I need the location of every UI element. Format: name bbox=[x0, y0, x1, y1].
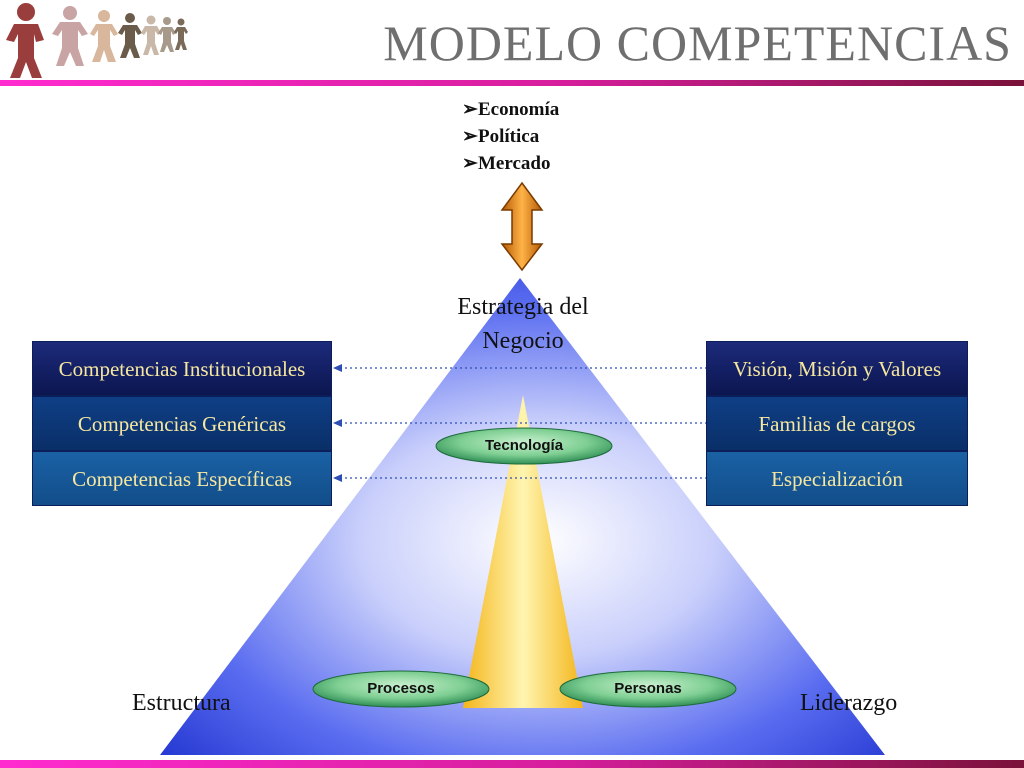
top-accent-bar bbox=[0, 80, 1024, 86]
box-familias-de-cargos: Familias de cargos bbox=[706, 396, 968, 451]
external-factors-list: ➢Economía ➢Política ➢Mercado bbox=[462, 96, 559, 177]
arrow-bullet-icon: ➢ bbox=[462, 126, 478, 147]
arrow-bullet-icon: ➢ bbox=[462, 153, 478, 174]
oval-label-procesos: Procesos bbox=[367, 680, 435, 697]
oval-label-personas: Personas bbox=[614, 680, 682, 697]
factor-item: ➢Mercado bbox=[462, 150, 559, 177]
bottom-accent-bar bbox=[0, 760, 1024, 768]
people-chain-icon bbox=[6, 3, 188, 78]
oval-tecnologia bbox=[435, 427, 613, 465]
connector-lines bbox=[340, 367, 706, 479]
corner-label-liderazgo: Liderazgo bbox=[800, 690, 898, 716]
box-competencias-institucionales: Competencias Institucionales bbox=[32, 341, 332, 396]
inner-triangle bbox=[463, 395, 583, 708]
factor-item: ➢Economía bbox=[462, 96, 559, 123]
factor-item: ➢Política bbox=[462, 123, 559, 150]
arrow-bullet-icon: ➢ bbox=[462, 99, 478, 120]
double-arrow-icon bbox=[500, 181, 544, 272]
box-competencias-especificas: Competencias Específicas bbox=[32, 451, 332, 506]
oval-procesos bbox=[312, 670, 490, 708]
oval-personas bbox=[559, 670, 737, 708]
oval-label-tecnologia: Tecnología bbox=[484, 437, 564, 454]
corner-label-estructura: Estructura bbox=[132, 690, 231, 716]
page-title: MODELO COMPETENCIAS bbox=[383, 15, 1012, 71]
apex-label: Estrategia del Negocio bbox=[457, 294, 589, 354]
box-vision-mision-valores: Visión, Misión y Valores bbox=[706, 341, 968, 396]
box-competencias-genericas: Competencias Genéricas bbox=[32, 396, 332, 451]
connector-arrowheads bbox=[333, 364, 342, 482]
box-especializacion: Especialización bbox=[706, 451, 968, 506]
